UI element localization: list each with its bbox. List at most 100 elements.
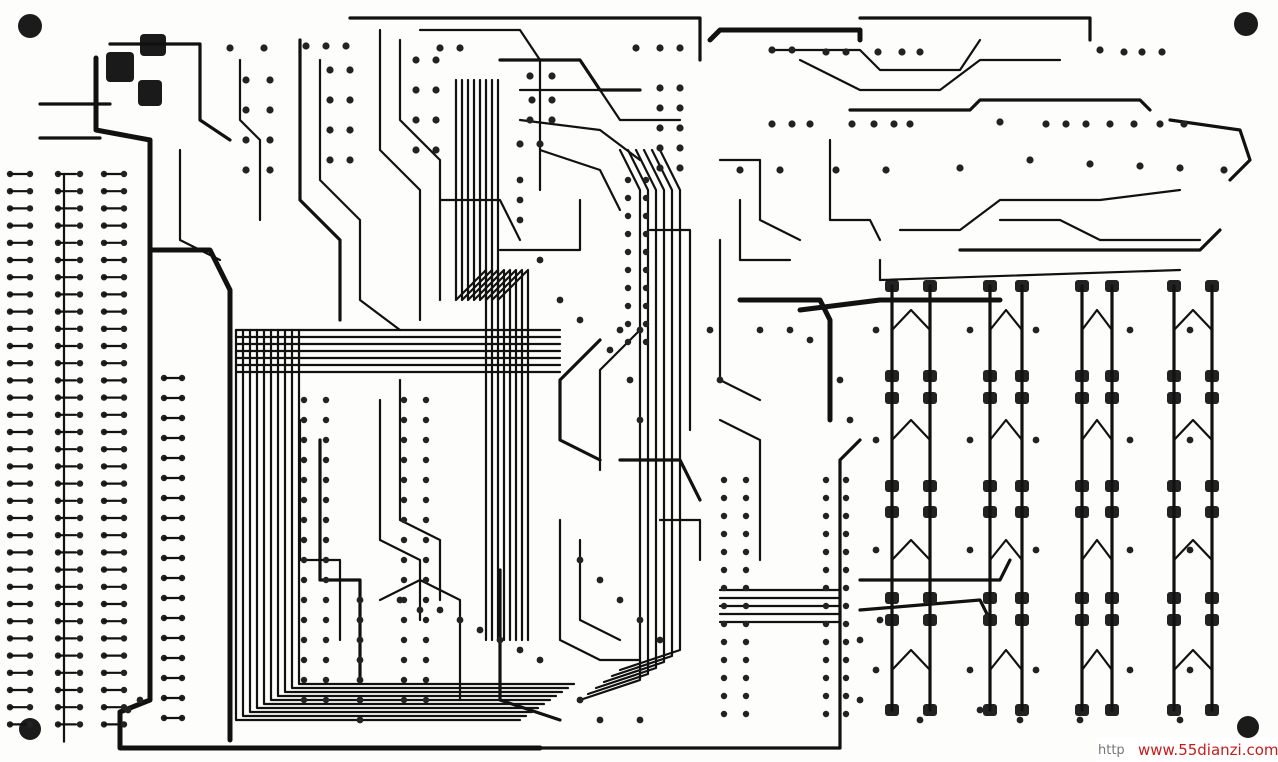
solder-pad — [676, 164, 684, 172]
copper-trace — [718, 158, 802, 242]
solder-pad — [1032, 326, 1040, 334]
copper-trace — [490, 78, 524, 642]
solder-pad — [400, 676, 408, 684]
frame-trace — [538, 438, 862, 750]
solder-pad — [26, 256, 34, 264]
copper-trace — [378, 28, 422, 322]
solder-pad — [528, 96, 536, 104]
solder-pad — [356, 656, 364, 664]
solder-pad — [1120, 48, 1128, 56]
solder-pad — [400, 516, 408, 524]
solder-pad — [300, 676, 308, 684]
solder-pad — [76, 222, 84, 229]
solder-pad — [356, 596, 364, 604]
frame-trace — [93, 55, 543, 751]
copper-trace — [858, 558, 1012, 582]
solder-pad — [624, 194, 632, 202]
solder-pad — [76, 463, 84, 470]
copper-trace — [484, 78, 518, 642]
copper-trace — [241, 328, 528, 718]
solder-pad — [76, 188, 84, 195]
copper-trace — [518, 118, 642, 162]
solder-pad — [822, 710, 830, 718]
solder-pad — [76, 325, 84, 332]
solder-pad — [26, 583, 34, 590]
solder-pad — [120, 360, 128, 367]
solder-pad — [396, 596, 404, 604]
solder-pad — [720, 548, 728, 556]
watermark-text: www.55dianzi.com — [1138, 741, 1278, 759]
solder-pad — [642, 248, 650, 256]
copper-trace — [255, 328, 540, 710]
solder-pad — [242, 106, 250, 114]
copper-trace — [586, 148, 650, 696]
solder-pad — [322, 576, 330, 584]
solder-pad — [120, 205, 128, 212]
solder-pad — [842, 48, 850, 56]
solder-pad — [26, 721, 34, 728]
solder-pad — [526, 72, 534, 80]
copper-trace — [454, 78, 488, 642]
solder-pad — [26, 514, 34, 522]
solder-pad — [120, 239, 128, 246]
solder-pad — [120, 600, 128, 608]
solder-pad — [1180, 120, 1188, 128]
copper-trace — [658, 518, 702, 562]
copper-trace — [460, 78, 494, 642]
solder-pad — [422, 576, 430, 584]
solder-pad — [872, 666, 880, 674]
solder-pad — [76, 669, 84, 676]
solder-pad — [300, 476, 308, 484]
solder-pad — [432, 146, 440, 154]
solder-pad — [120, 497, 128, 504]
solder-pad — [624, 266, 632, 274]
solder-pad — [400, 476, 408, 484]
solder-pad — [720, 494, 728, 502]
solder-pad — [768, 120, 776, 128]
solder-pad — [76, 205, 84, 212]
solder-pad — [768, 46, 776, 54]
solder-pad — [400, 636, 408, 644]
solder-pad — [536, 656, 544, 664]
solder-pad — [400, 656, 408, 664]
mounting-hole-top-right — [1234, 12, 1258, 36]
solder-pad — [624, 230, 632, 238]
copper-trace — [1080, 538, 1114, 562]
solder-pad — [624, 284, 632, 292]
solder-pad — [742, 584, 750, 592]
solder-pad — [1176, 164, 1184, 172]
copper-trace — [578, 148, 642, 702]
solder-pad — [456, 616, 464, 624]
copper-trace — [378, 578, 462, 702]
solder-pad — [832, 166, 840, 174]
copper-trace — [890, 418, 932, 442]
solder-pad — [76, 360, 84, 367]
solder-pad — [788, 120, 796, 128]
solder-pad — [322, 676, 330, 684]
solder-pad — [1158, 48, 1166, 56]
solder-pad — [26, 188, 34, 195]
solder-pad — [720, 530, 728, 538]
solder-pad — [302, 42, 310, 50]
solder-pad — [422, 476, 430, 484]
solder-pad — [676, 144, 684, 152]
solder-pad — [720, 512, 728, 520]
solder-pad — [742, 638, 750, 646]
top-component-pads — [226, 42, 1228, 174]
solder-pad — [1138, 48, 1146, 56]
solder-pad — [624, 302, 632, 310]
copper-trace — [238, 58, 262, 222]
solder-pad — [1186, 546, 1194, 554]
copper-trace — [797, 297, 1003, 313]
copper-trace — [958, 228, 1222, 252]
watermark-backdrop — [1096, 738, 1278, 762]
solder-pad — [76, 239, 84, 246]
copper-trace — [178, 148, 222, 262]
copper-trace — [768, 38, 982, 72]
solder-pad — [656, 84, 664, 92]
solder-pad — [76, 566, 84, 573]
solder-pad — [676, 84, 684, 92]
solder-pad — [120, 256, 128, 264]
solder-pad — [266, 136, 274, 144]
solder-pad — [76, 583, 84, 590]
